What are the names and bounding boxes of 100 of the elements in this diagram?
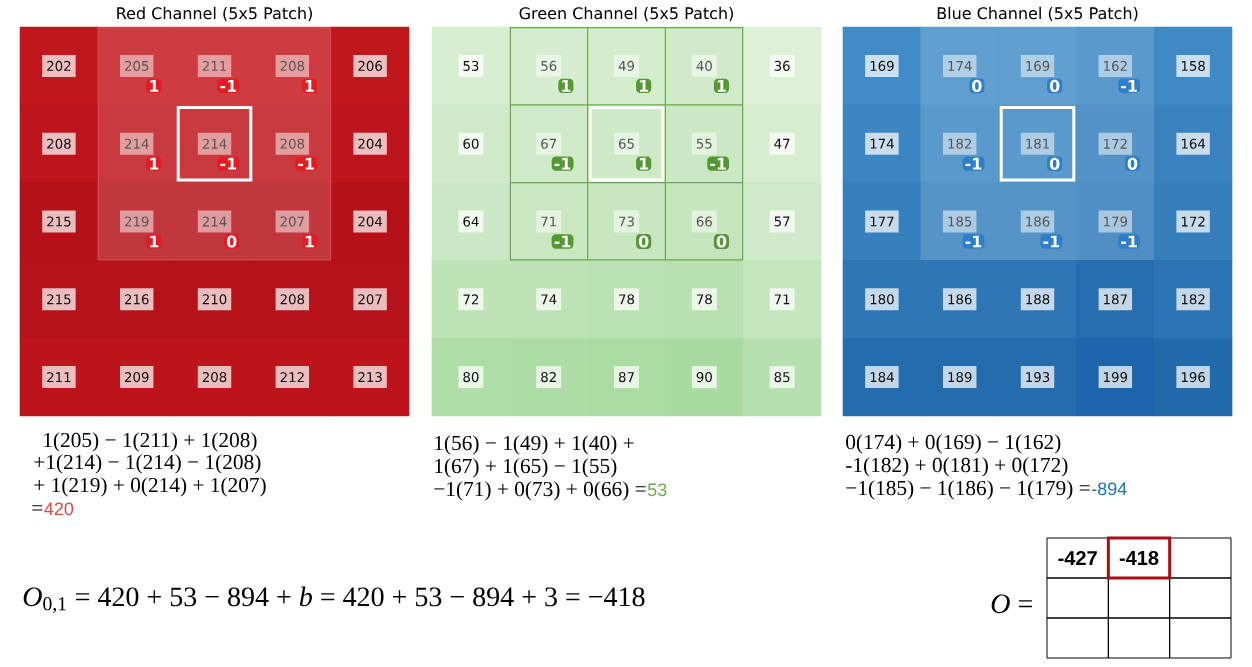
number-tag: 49 (614, 54, 639, 77)
number-tag: 74 (536, 288, 562, 311)
grid-cell (431, 26, 511, 106)
grid-cell (431, 182, 511, 261)
node-label: 212 (280, 372, 304, 383)
number-tag: 188 (1020, 288, 1055, 311)
grid-cell (1153, 182, 1233, 261)
grid-cell (842, 104, 922, 183)
grid-cell (742, 260, 822, 339)
grid-cell (665, 182, 744, 261)
formula-text: 1(67) + 1(65) − 1(55) (435, 458, 617, 478)
number-tag: 215 (42, 210, 76, 233)
number-tag: 211 (42, 366, 76, 389)
node-label: 78 (619, 294, 635, 305)
number-tag: 204 (353, 210, 387, 233)
node-label: 213 (358, 372, 382, 383)
node-label: 189 (948, 372, 972, 383)
grid-cell (742, 182, 822, 261)
grid-cell (1076, 260, 1155, 339)
grid-cell (665, 26, 744, 106)
grid-cell (19, 260, 99, 339)
grid-cell (330, 26, 410, 106)
formula-text: −1(71) + 0(73) + 0(66) = (434, 481, 646, 501)
number-tag: 193 (1020, 366, 1055, 389)
node-label: 208 (47, 138, 71, 149)
grid-cell (842, 182, 922, 261)
number-tag: 60 (458, 132, 484, 155)
grid-cell (431, 337, 511, 417)
grid-cell (1153, 26, 1233, 106)
panel-title: Red Channel (5x5 Patch) (117, 6, 312, 22)
node-label: 180 (870, 294, 894, 305)
grid-cell (253, 182, 332, 261)
formula-text: + 1(219) + 0(214) + 1(207) (34, 477, 266, 497)
number-tag: 216 (120, 288, 154, 311)
kernel-weight: 0 (1124, 156, 1141, 172)
number-tag: 57 (769, 210, 795, 233)
grid-cell (253, 26, 332, 106)
kernel-weight: 1 (713, 78, 730, 94)
node-label: 184 (870, 372, 894, 383)
number-tag: 73 (614, 210, 639, 233)
grid-cell (253, 260, 332, 339)
grid-cell (742, 104, 822, 183)
grid-cell (330, 104, 410, 183)
node-label: 202 (47, 60, 71, 71)
node-label: 87 (618, 372, 634, 383)
node-label: 209 (124, 372, 149, 383)
number-tag: 208 (42, 132, 76, 155)
grid-cell (330, 337, 410, 417)
matrix-cell (1046, 577, 1109, 619)
number-tag: 186 (943, 288, 977, 311)
number-tag: 179 (1098, 210, 1133, 233)
grid-cell (431, 260, 511, 339)
grid-cell (509, 26, 588, 106)
grid-cell (175, 337, 254, 417)
matrix-cell (1169, 537, 1232, 579)
node-label: 204 (358, 216, 383, 227)
grid-cell (1076, 182, 1155, 261)
grid-cell (920, 26, 999, 106)
number-tag: 208 (275, 288, 310, 311)
number-tag: 64 (458, 210, 484, 233)
number-tag: 204 (353, 132, 387, 155)
grid-cell (587, 260, 666, 339)
panel-title: Blue Channel (5x5 Patch) (937, 6, 1138, 22)
node-label: 186 (948, 294, 972, 305)
grid-cell (920, 104, 999, 183)
node-label: 78 (696, 294, 712, 305)
node-label: 174 (870, 138, 894, 149)
number-tag: 65 (614, 132, 639, 155)
number-tag: 78 (691, 288, 717, 311)
grid-cell (19, 337, 99, 417)
node-label: 208 (280, 294, 305, 305)
number-tag: 208 (197, 366, 232, 389)
number-tag: 56 (536, 54, 562, 77)
grid-cell (330, 182, 410, 261)
number-tag: 177 (865, 210, 899, 233)
number-tag: 202 (42, 54, 76, 77)
grid-cell (742, 26, 822, 106)
node-label: 193 (1026, 372, 1050, 383)
kernel-weight: -1 (1118, 234, 1141, 249)
number-tag: 169 (865, 54, 899, 77)
node-label: 208 (202, 372, 227, 383)
grid-cell (842, 260, 922, 339)
formula-text: 0(174) + 0(169) − 1(162) (846, 434, 1061, 454)
grid-cell (998, 26, 1077, 106)
number-tag: 182 (1176, 288, 1210, 311)
node-label: 80 (463, 372, 479, 383)
number-tag: 172 (1176, 210, 1210, 233)
grid-cell (1076, 26, 1155, 106)
node-label: 164 (1181, 138, 1206, 149)
number-tag: 207 (275, 210, 310, 233)
node-label: 177 (870, 216, 894, 227)
node-label: 64 (463, 216, 479, 227)
grid-cell (1153, 260, 1233, 339)
grid-cell (920, 337, 999, 417)
grid-cell (665, 104, 744, 183)
node-label: 74 (541, 294, 557, 305)
grid-cell (19, 26, 99, 106)
matrix-cell (1046, 617, 1109, 659)
grid-cell (431, 104, 511, 183)
number-tag: 71 (769, 288, 795, 311)
